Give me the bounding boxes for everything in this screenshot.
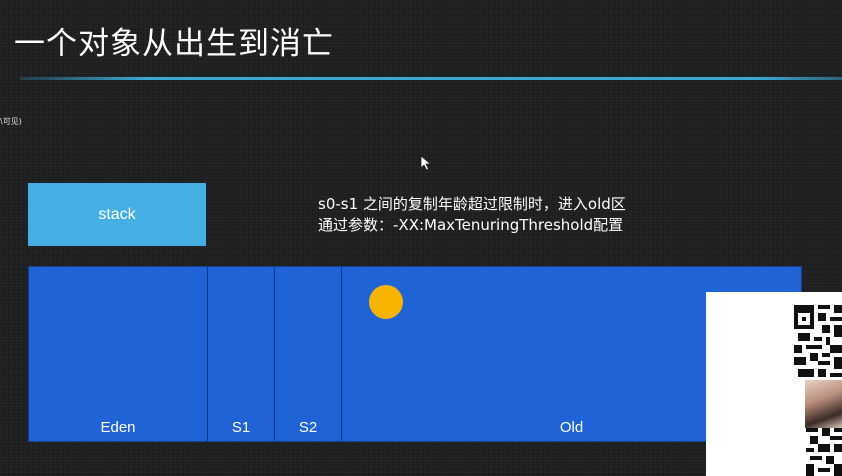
eden-label: Eden: [100, 419, 136, 436]
heap-diagram: Eden S1 S2 Old: [28, 266, 802, 442]
s1-region: S1: [208, 267, 275, 441]
tenuring-note: s0-s1 之间的复制年龄超过限制时，进入old区 通过参数：-XX:MaxTe…: [318, 194, 626, 236]
qr-code-icon: [794, 305, 842, 377]
mouse-pointer-icon: [420, 155, 432, 171]
user-photo: [805, 380, 842, 428]
qr-code-icon: [806, 428, 842, 476]
s2-region: S2: [275, 267, 342, 441]
note-line-1: s0-s1 之间的复制年龄超过限制时，进入old区: [318, 195, 626, 213]
stack-label: stack: [98, 205, 136, 223]
title-divider: [20, 77, 842, 80]
old-label: Old: [559, 419, 584, 436]
object-circle: [369, 285, 403, 319]
old-region: Old: [342, 267, 801, 441]
s2-label: S2: [298, 419, 318, 436]
slide-title: 一个对象从出生到消亡: [14, 26, 334, 62]
note-line-2: 通过参数：-XX:MaxTenuringThreshold配置: [318, 216, 624, 234]
side-text-fragment: \可见): [0, 117, 22, 126]
s1-label: S1: [231, 419, 251, 436]
stack-area: stack: [28, 183, 206, 246]
eden-region: Eden: [29, 267, 208, 441]
